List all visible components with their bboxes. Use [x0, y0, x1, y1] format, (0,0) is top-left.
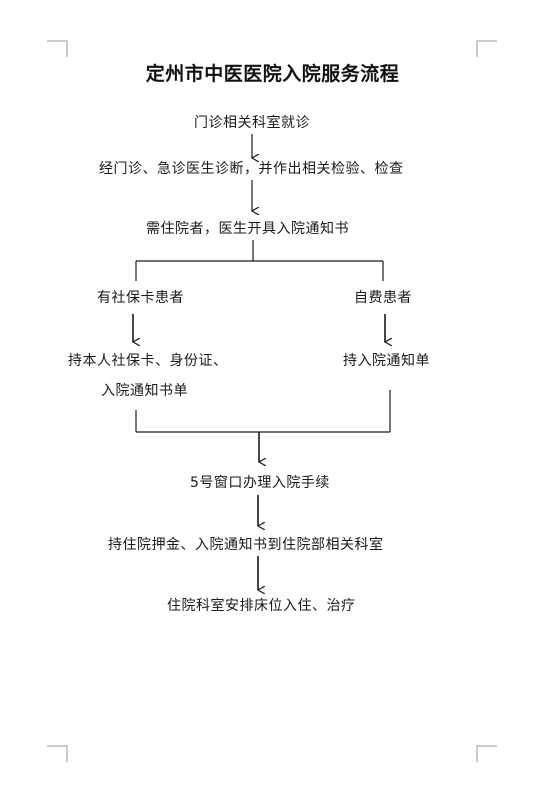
step-admission-notice: 需住院者，医生开具入院通知书	[146, 221, 349, 237]
crop-mark-bottom-right	[476, 745, 497, 762]
branch-left-action-line2: 入院通知书单	[101, 383, 188, 399]
step-diagnosis: 经门诊、急诊医生诊断，并作出相关检验、检查	[99, 161, 404, 177]
step-outpatient-visit: 门诊相关科室就诊	[194, 115, 310, 131]
branch-right-label: 自费患者	[354, 290, 412, 306]
document-title: 定州市中医医院入院服务流程	[145, 63, 400, 85]
step-window-admission: 5号窗口办理入院手续	[190, 475, 330, 491]
crop-mark-bottom-left	[47, 745, 68, 762]
branch-right-action: 持入院通知单	[343, 353, 430, 369]
branch-left-action-line1: 持本人社保卡、身份证、	[68, 353, 228, 369]
crop-mark-top-right	[476, 40, 497, 57]
crop-marks	[47, 40, 497, 762]
step-deposit-to-ward: 持住院押金、入院通知书到住院部相关科室	[108, 537, 384, 553]
crop-mark-top-left	[47, 40, 68, 57]
step-bed-arrangement: 住院科室安排床位入住、治疗	[167, 598, 356, 614]
branch-left-label: 有社保卡患者	[97, 290, 184, 306]
